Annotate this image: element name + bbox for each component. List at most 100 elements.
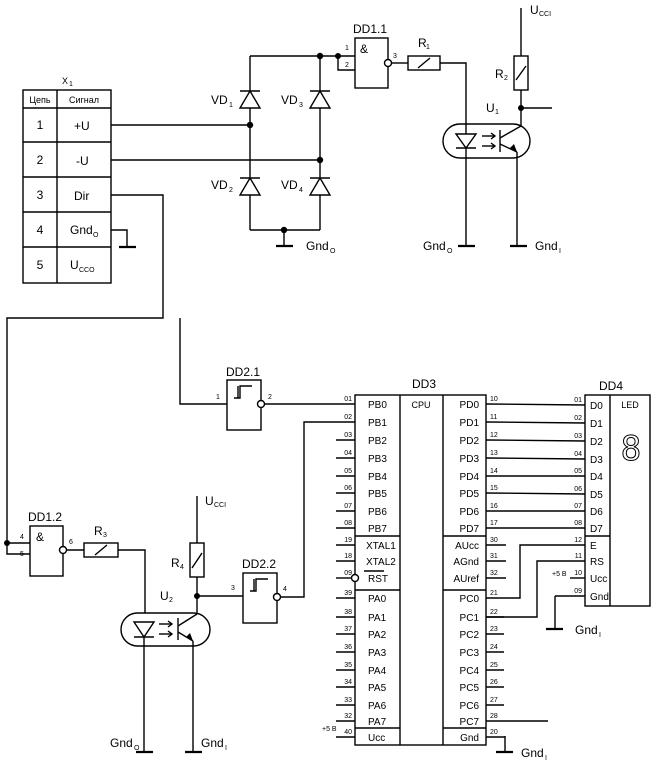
pin-number: 04 — [574, 451, 582, 458]
connector-row-num: 2 — [37, 153, 44, 167]
pin-number: 24 — [490, 644, 498, 651]
connector-x1: X 1 Цепь Сигнал 1 +U 2 -U 3 Dir 4 Gnd O … — [22, 76, 112, 284]
ucc-note: +5 В — [552, 571, 567, 578]
pin-number: 10 — [490, 396, 498, 403]
pin-number: 05 — [344, 468, 352, 475]
pin-name: D2 — [590, 437, 603, 448]
connector-row-sub: O — [93, 232, 99, 239]
opto-label: U — [160, 589, 169, 603]
led-pin: 12E — [574, 537, 597, 552]
gate-symbol: & — [360, 42, 368, 56]
connector-row: 5 U CCO — [37, 258, 95, 274]
connector-row: 4 Gnd O — [37, 223, 99, 239]
diode-label: VD — [211, 93, 228, 107]
pin-number: 22 — [490, 609, 498, 616]
pin-number: 11 — [490, 414, 497, 421]
connector-row-signal: Dir — [74, 189, 89, 203]
diode-label: VD — [281, 93, 298, 107]
gate-symbol: & — [36, 530, 44, 544]
connector-row-num: 5 — [37, 258, 44, 272]
pin-name: PB6 — [368, 507, 387, 518]
bus-wire — [486, 544, 585, 599]
diode-vd1: VD 1 — [211, 89, 262, 109]
resistor-sub: 1 — [426, 44, 430, 51]
gate-pin: 3 — [393, 53, 397, 60]
opto-gnd-sub: O — [447, 248, 453, 255]
pin-number: 12 — [490, 432, 498, 439]
connector-col-header: Цепь — [29, 95, 51, 105]
pin-number: 03 — [344, 432, 352, 439]
resistor-label: R — [418, 36, 427, 50]
pin-name: PA5 — [368, 683, 387, 694]
pin-name: PC6 — [460, 701, 480, 712]
resistor-r2: R 2 — [495, 55, 552, 111]
bridge-gnd-label: Gnd — [306, 239, 329, 253]
connector-row: 1 +U — [37, 118, 90, 133]
gate-pin: 1 — [345, 45, 349, 52]
pin-name: XTAL2 — [366, 557, 396, 568]
pin-number: 28 — [490, 713, 498, 720]
diode-vd4: VD 4 — [281, 176, 332, 196]
pin-name: PC1 — [460, 613, 480, 624]
bus-wire — [485, 492, 586, 495]
pin-name: PD6 — [460, 507, 480, 518]
pin-number: 01 — [574, 397, 582, 404]
pin-name: PA4 — [368, 666, 387, 677]
pin-number: 09 — [344, 570, 352, 577]
diode-vd2: VD 2 — [211, 176, 262, 196]
pin-name: PB3 — [368, 454, 387, 465]
data-bus — [485, 403, 586, 738]
pin-number: 20 — [490, 729, 498, 736]
bus-wire — [485, 457, 586, 460]
pin-name: D0 — [590, 401, 603, 412]
supply-sub: CCI — [214, 502, 226, 509]
pin-number: 23 — [490, 626, 498, 633]
pin-name: D3 — [590, 455, 603, 466]
supply-ucci: U CCI — [520, 3, 551, 56]
pin-name: PB2 — [368, 436, 387, 447]
mcu-gnd-sub: I — [545, 755, 547, 762]
pin-number: 32 — [344, 713, 352, 720]
pin-name: Ucc — [590, 574, 607, 585]
pin-name: D5 — [590, 490, 603, 501]
gate-label: DD2.1 — [226, 365, 260, 379]
mcu-gnd-label: Gnd — [521, 746, 544, 760]
pin-number: 15 — [490, 485, 498, 492]
gate-label: DD1.1 — [353, 22, 387, 36]
connector-row-num: 4 — [37, 223, 44, 237]
pin-name: PD5 — [460, 489, 480, 500]
pin-name: PB1 — [368, 418, 387, 429]
opto-gnd-sub: I — [225, 745, 227, 752]
gate-pin: 4 — [283, 586, 287, 593]
pin-name: PC0 — [460, 594, 480, 605]
gate-label: DD1.2 — [28, 510, 62, 524]
pin-number: 19 — [344, 537, 352, 544]
ucc-note: +5 В — [322, 726, 337, 733]
connector-row-num: 3 — [37, 188, 44, 202]
pin-number: 30 — [490, 537, 498, 544]
pin-number: 14 — [490, 468, 498, 475]
connector-row-signal: +U — [74, 119, 90, 133]
pin-name: PC2 — [460, 630, 480, 641]
diode-vd3: VD 3 — [281, 89, 332, 109]
pin-number: 31 — [490, 553, 498, 560]
